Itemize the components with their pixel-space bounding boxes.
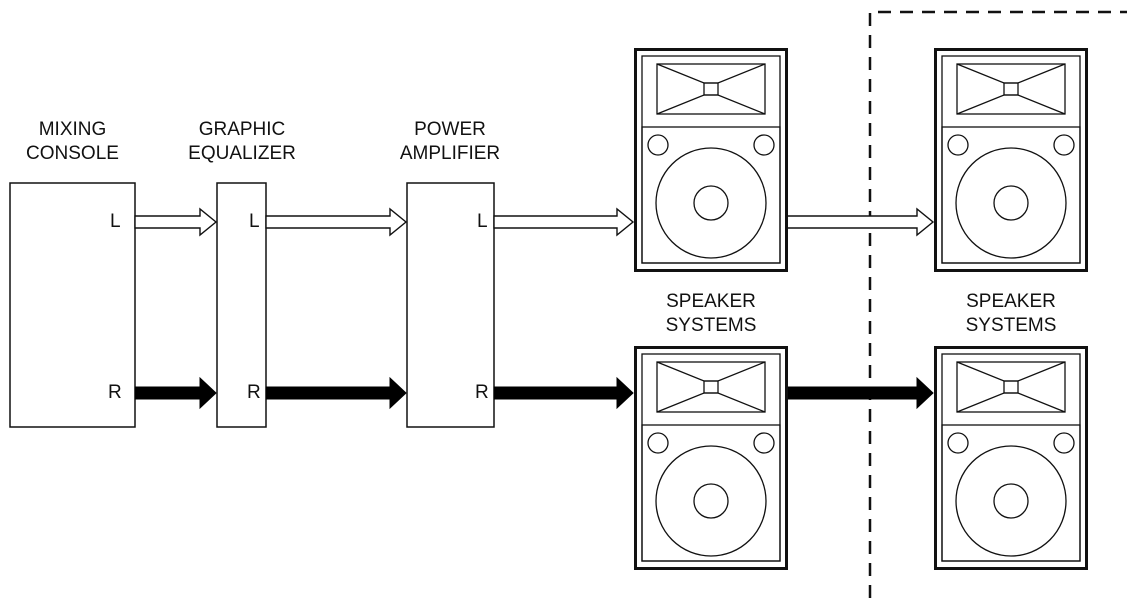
mixing-console-title: MIXING CONSOLE xyxy=(10,118,135,166)
graphic-equalizer-title-line1: GRAPHIC xyxy=(198,119,286,140)
mixing-console-title-line1: MIXING xyxy=(38,119,107,140)
graphic-equalizer-title: GRAPHIC EQUALIZER xyxy=(182,118,302,166)
arrow-l-eq-to-amp xyxy=(265,207,408,237)
mixing-console-title-line2: CONSOLE xyxy=(26,143,119,164)
power-amplifier-title: POWER AMPLIFIER xyxy=(390,118,510,166)
graphic-equalizer-port-r: R xyxy=(247,382,261,403)
graphic-equalizer-box xyxy=(216,182,267,428)
graphic-equalizer-title-line2: EQUALIZER xyxy=(188,143,296,164)
power-amplifier-port-l: L xyxy=(477,211,488,232)
arrow-r-eq-to-amp xyxy=(265,376,407,410)
speaker-group-main-line2: SYSTEMS xyxy=(665,315,757,336)
mixing-console-port-l: L xyxy=(110,211,121,232)
mixing-console-box xyxy=(9,182,136,428)
speaker-group-main-line1: SPEAKER xyxy=(666,291,756,312)
right-signal-arrows xyxy=(134,376,934,410)
speaker-main-right xyxy=(634,346,788,570)
arrow-r-console-to-eq xyxy=(134,376,217,410)
power-amplifier-box xyxy=(406,182,495,428)
speaker-remote-left xyxy=(934,48,1088,272)
speaker-group-remote-caption: SPEAKER SYSTEMS xyxy=(936,290,1086,338)
power-amplifier-title-line1: POWER xyxy=(414,119,486,140)
zone-separator xyxy=(868,10,1127,598)
power-amplifier-port-r: R xyxy=(475,382,489,403)
mixing-console-port-r: R xyxy=(108,382,122,403)
arrow-r-speaker-to-remote xyxy=(786,376,934,410)
arrow-l-amp-to-speaker xyxy=(493,207,635,237)
speaker-group-remote-line1: SPEAKER xyxy=(966,291,1056,312)
power-amplifier-title-line2: AMPLIFIER xyxy=(399,143,501,164)
arrow-l-speaker-to-remote xyxy=(786,207,935,237)
left-signal-arrows xyxy=(134,207,935,237)
arrow-r-amp-to-speaker xyxy=(493,376,634,410)
speaker-group-remote-line2: SYSTEMS xyxy=(965,315,1057,336)
speaker-remote-right xyxy=(934,346,1088,570)
arrow-l-console-to-eq xyxy=(134,207,218,237)
graphic-equalizer-port-l: L xyxy=(249,211,260,232)
speaker-group-main-caption: SPEAKER SYSTEMS xyxy=(636,290,786,338)
speaker-main-left xyxy=(634,48,788,272)
